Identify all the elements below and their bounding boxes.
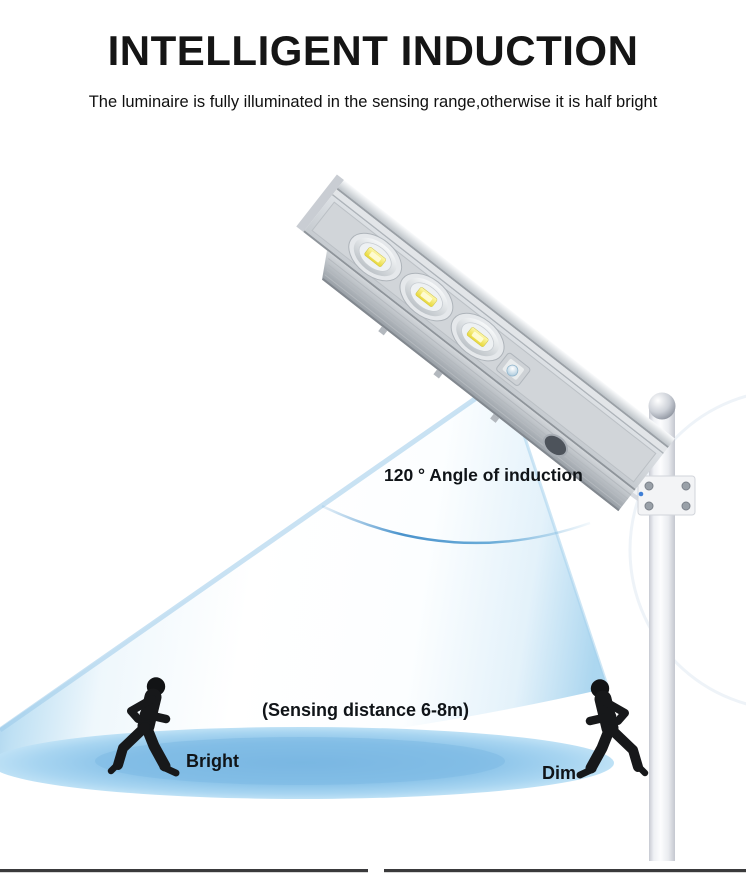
bright-state-label: Bright: [186, 751, 239, 771]
motion-sensor-icon: [496, 352, 531, 386]
cable-port: [542, 433, 569, 458]
indicator-led: [638, 491, 644, 497]
ground-light-pool-icon: [0, 727, 614, 799]
led-module-icon: [399, 272, 454, 322]
led-module-icon: [450, 312, 505, 362]
street-lamp-icon: [296, 174, 675, 512]
pole-cap-ball: [648, 392, 676, 420]
angle-of-induction-label: 120 ° Angle of induction: [384, 465, 583, 485]
page-title: INTELLIGENT INDUCTION: [107, 27, 639, 74]
led-module-icon: [348, 232, 403, 282]
section-divider: [0, 869, 746, 873]
lamp-end-cap: [296, 174, 344, 233]
induction-arc-icon: [321, 504, 591, 545]
page-subtitle: The luminaire is fully illuminated in th…: [88, 93, 658, 111]
dim-state-label: Dim: [542, 763, 577, 783]
sensing-distance-label: (Sensing distance 6-8m): [262, 700, 470, 720]
watermark-circle: [628, 394, 746, 706]
pole-bracket-icon: [637, 475, 696, 516]
